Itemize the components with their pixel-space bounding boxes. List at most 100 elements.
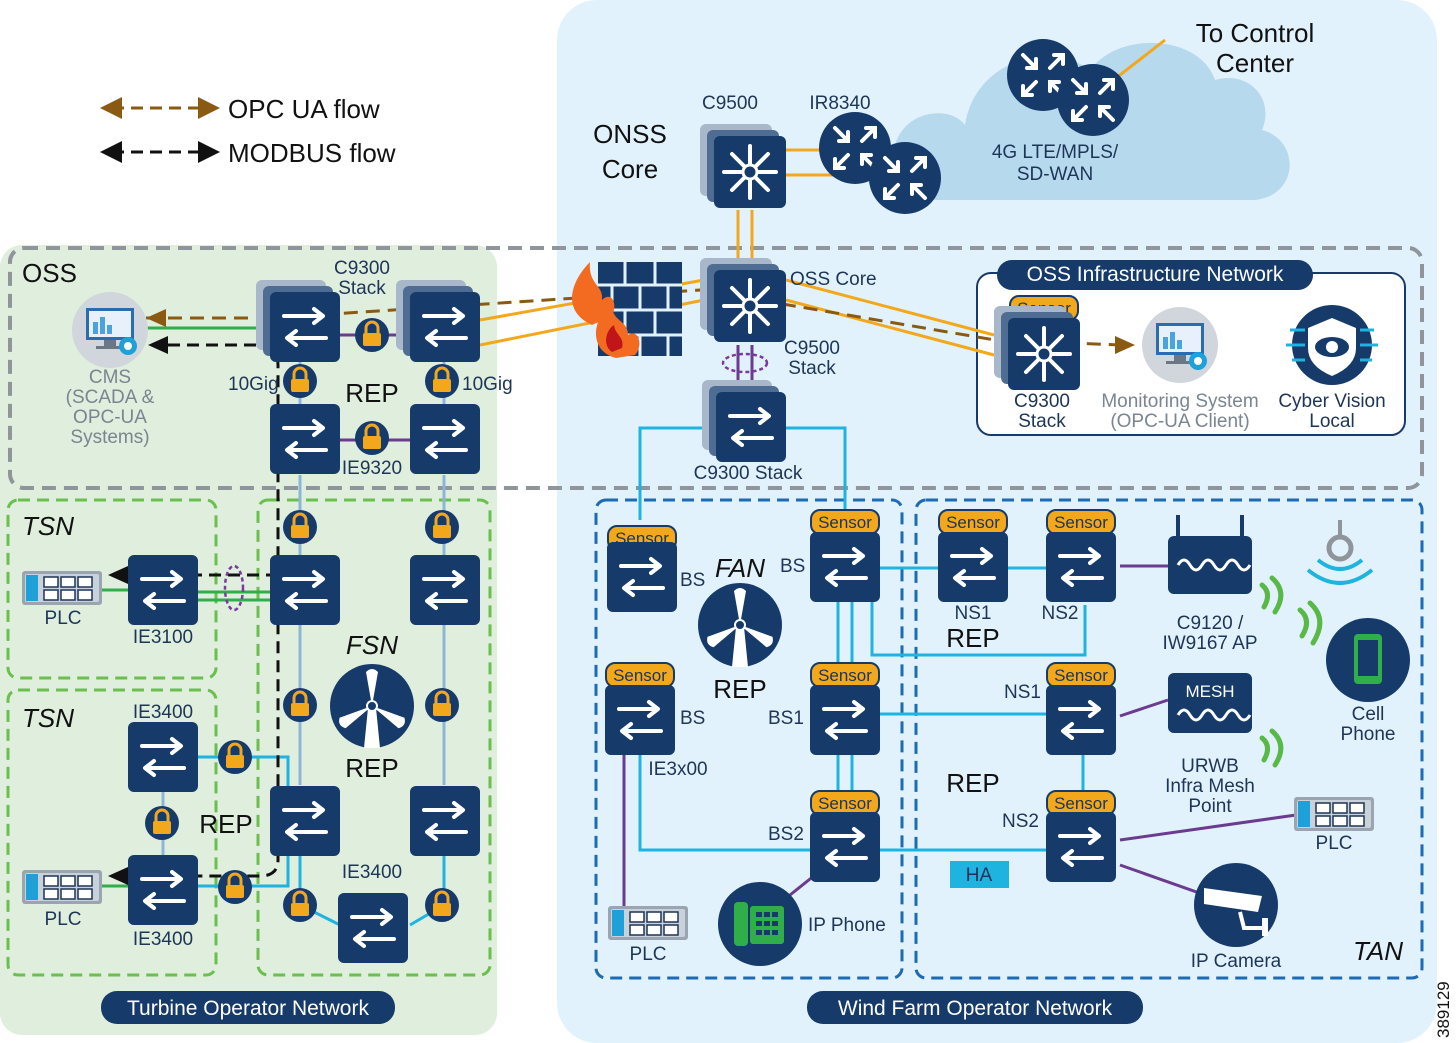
control-center-line1: To Control (1196, 18, 1315, 48)
onss-core-label-line1: ONSS (593, 119, 667, 149)
lock-icon (423, 686, 461, 724)
oss-region (8, 246, 1424, 490)
fsn-switch-left-top (268, 553, 342, 627)
plc-top-label: PLC (45, 608, 82, 629)
fan-turbine-icon (697, 582, 783, 668)
wind-farm-operator-pill (807, 991, 1143, 1024)
lock-icon (353, 316, 391, 354)
oss-label: OSS (22, 258, 77, 288)
plc-top-device (21, 570, 103, 606)
oss-infra-title-pill (997, 260, 1313, 290)
sensor-label: Sensor (1054, 666, 1108, 685)
ip-phone-icon (718, 882, 802, 966)
fsn-switch-right-top (408, 553, 482, 627)
cyber-vision-icon (1286, 305, 1378, 385)
c9300-infra-label-line1: C9300 (1014, 391, 1070, 412)
mesh-label: MESH (1185, 682, 1234, 701)
ha-badge (950, 861, 1009, 888)
lock-icon (216, 738, 254, 776)
tengig-right-label: 10Gig (462, 374, 513, 395)
plc-bottom-device (21, 869, 103, 905)
c9300-stack-oss-label-line2: Stack (338, 278, 386, 299)
ha-label: HA (966, 865, 993, 886)
tan-ns1-switch-mid (1044, 683, 1118, 757)
fan-bs1-label: BS1 (768, 708, 804, 729)
opc-legend-arrow (100, 97, 220, 119)
lock-icon (281, 508, 319, 546)
onss-core-label-line2: Core (602, 154, 658, 184)
ir8340-router-2 (867, 140, 943, 216)
lock-icon (216, 868, 254, 906)
fan-bs2-switch (808, 810, 882, 884)
fan-bs-mid-label: BS (680, 708, 705, 729)
wind-farm-operator-label: Wind Farm Operator Network (838, 997, 1113, 1020)
tan-region (914, 498, 1424, 980)
tan-plc-device (1293, 796, 1375, 832)
ie3400-top-label: IE3400 (133, 702, 193, 723)
cyber-vision-label-line1: Cyber Vision (1278, 391, 1385, 412)
cms-monitor-icon (72, 292, 148, 368)
firewall-icon (572, 262, 682, 358)
legend: OPC UA flow MODBUS flow (100, 94, 396, 168)
mesh-point-icon (1168, 673, 1252, 733)
cms-label-line3: OPC-UA (73, 407, 147, 428)
sensor-label: Sensor (613, 666, 667, 685)
c9300-infra-switch (994, 306, 1080, 390)
wan-router-2 (1055, 62, 1131, 138)
sensor-label: Sensor (946, 513, 1000, 532)
tan-ns1-mid-label: NS1 (1004, 682, 1041, 703)
turbine-operator-label: Turbine Operator Network (127, 997, 369, 1020)
wan-label-line2: SD-WAN (1017, 164, 1093, 185)
ie3x00-label: IE3x00 (648, 759, 707, 780)
cell-phone-icon (1326, 618, 1410, 702)
fsn-switch-bottom (336, 891, 410, 965)
ap-label-line2: IW9167 AP (1162, 633, 1257, 654)
fsn-switch-left-bottom (268, 784, 342, 858)
tan-ns2-bottom-label: NS2 (1002, 811, 1039, 832)
ie9320-switch-right (408, 402, 482, 476)
sensor-label: Sensor (818, 666, 872, 685)
fsn-label: FSN (346, 630, 398, 660)
fan-bs-switch-right (808, 530, 882, 604)
tan-label: TAN (1353, 936, 1403, 966)
cms-label-line2: (SCADA & (66, 387, 155, 408)
ie3400-tsn-switch-bottom (126, 853, 200, 927)
ie9320-switch-left (268, 402, 342, 476)
fan-plc-device (607, 905, 689, 941)
fsn-rep-label: REP (345, 753, 398, 783)
tan-ns2-top-label: NS2 (1042, 603, 1079, 624)
modbus-legend-arrow (100, 141, 220, 163)
ip-camera-icon (1194, 863, 1278, 947)
lock-icon (353, 419, 391, 457)
fan-bs-top-label: BS (680, 570, 705, 591)
tengig-left-label: 10Gig (228, 374, 279, 395)
modbus-legend-label: MODBUS flow (228, 138, 396, 168)
cell-phone-label-line1: Cell (1352, 704, 1385, 725)
oss-core-label: OSS Core (790, 269, 877, 290)
ap-label-line1: C9120 / (1177, 613, 1244, 634)
tan-rep-top-label: REP (946, 623, 999, 653)
tan-ns2-switch-bottom (1044, 810, 1118, 884)
tsn-bottom-label: TSN (22, 703, 74, 733)
monitoring-label-line2: (OPC-UA Client) (1110, 411, 1249, 432)
ip-camera-label: IP Camera (1191, 951, 1282, 972)
wireless-sensor-icon (1306, 520, 1374, 585)
ie3100-switch (126, 553, 200, 627)
lock-icon (423, 508, 461, 546)
c9300-stack-mid-label: C9300 Stack (694, 463, 803, 484)
fan-bs2-label: BS2 (768, 824, 804, 845)
fsn-turbine-icon (329, 663, 415, 749)
c9500-label: C9500 (702, 93, 758, 114)
access-point-icon (1168, 515, 1252, 594)
oss-infra-title: OSS Infrastructure Network (1027, 263, 1284, 286)
ie9320-label: IE9320 (342, 458, 402, 479)
monitoring-system-icon (1142, 307, 1218, 383)
ie3400-bottom-label: IE3400 (133, 929, 193, 950)
ie3400-tsn-switch-top (126, 720, 200, 794)
plc-bottom-label: PLC (45, 909, 82, 930)
ip-phone-label: IP Phone (808, 915, 886, 936)
tan-plc-label: PLC (1316, 833, 1353, 854)
lock-icon (281, 362, 319, 400)
urwb-label-line3: Point (1188, 796, 1232, 817)
fan-bs-right-label: BS (780, 556, 805, 577)
